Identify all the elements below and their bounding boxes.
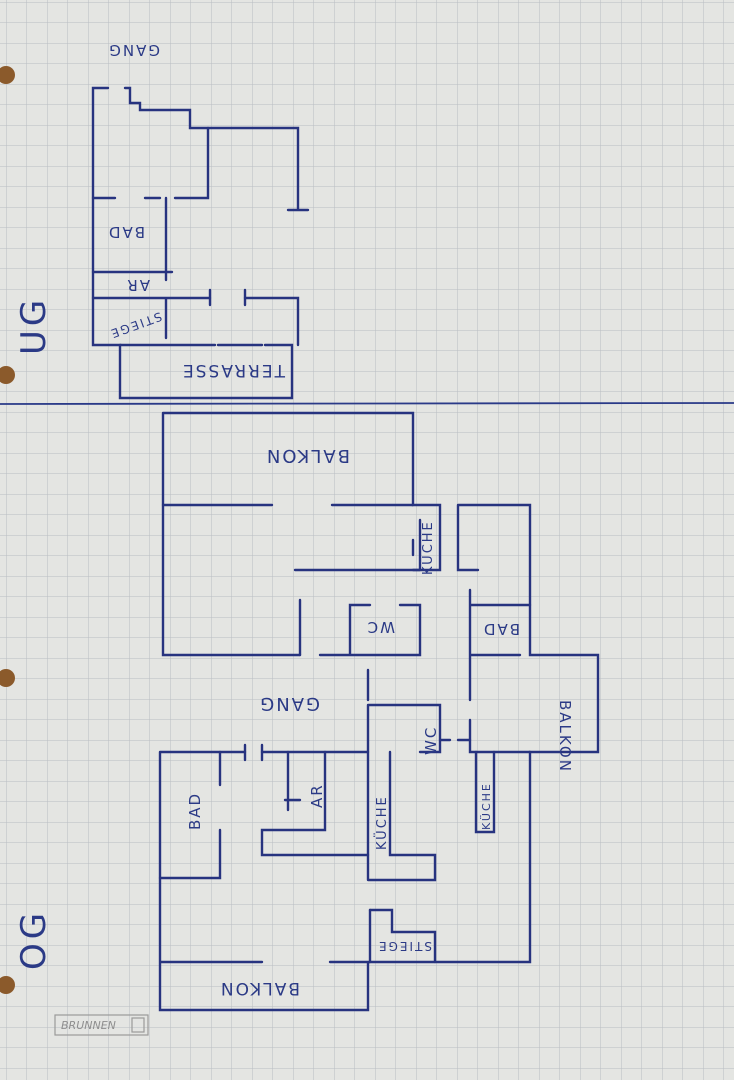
brand-logo: BRUNNEN bbox=[54, 1014, 149, 1036]
room-label-balkon-right: BALKON bbox=[556, 700, 574, 773]
og-plan bbox=[158, 411, 600, 1012]
room-label-bad-ug: BAD bbox=[107, 223, 145, 241]
ug-plan bbox=[91, 86, 310, 400]
floor-label-og: OG bbox=[14, 909, 54, 970]
room-label-gang-ug: GANG bbox=[107, 41, 160, 59]
section-divider bbox=[0, 402, 734, 405]
punch-hole bbox=[0, 366, 15, 384]
room-label-kueche-2: KÜCHE bbox=[373, 795, 390, 850]
room-label-kueche-1: KÜCHE bbox=[419, 520, 436, 575]
floor-label-ug: UG bbox=[14, 296, 54, 355]
room-label-wc-2: WC bbox=[422, 726, 440, 755]
punch-hole bbox=[0, 976, 15, 994]
room-label-kueche-3: KÜCHE bbox=[480, 782, 493, 830]
room-label-bad-1: BAD bbox=[482, 620, 520, 638]
room-label-balkon-bottom: BALKON bbox=[219, 978, 300, 998]
room-label-bad-2: BAD bbox=[186, 792, 204, 830]
room-label-gang-og: GANG bbox=[258, 693, 320, 714]
room-label-terrasse: TERRASSE bbox=[181, 360, 286, 380]
room-label-stiege-og: STIEGE bbox=[377, 939, 432, 953]
punch-hole bbox=[0, 66, 15, 84]
room-label-wc-1: WC bbox=[366, 618, 395, 636]
punch-hole bbox=[0, 669, 15, 687]
room-label-balkon-top: BALKON bbox=[265, 445, 350, 466]
room-label-ar-og: AR bbox=[308, 783, 326, 808]
room-label-ar-ug: AR bbox=[125, 276, 150, 294]
svg-text:BRUNNEN: BRUNNEN bbox=[61, 1019, 116, 1032]
